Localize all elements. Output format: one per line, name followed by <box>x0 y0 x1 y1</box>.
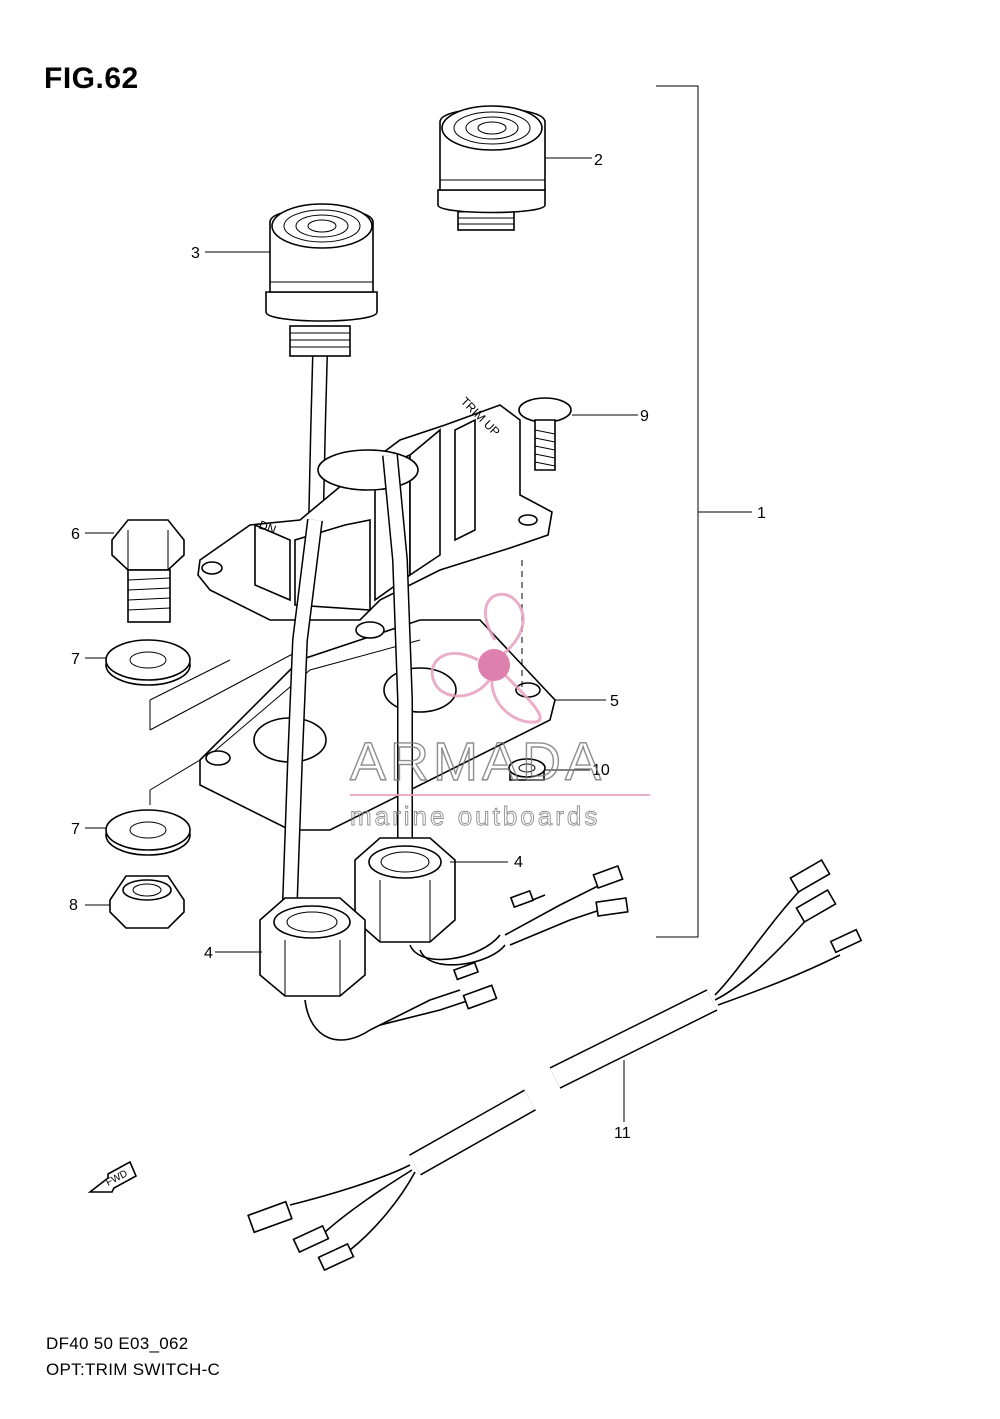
switch-holder: DN TRIM UP <box>197 394 553 621</box>
watermark-tagline: marine outboards <box>350 801 600 831</box>
callout-11: 11 <box>614 1125 631 1142</box>
callout-labels: 1 2 3 4 4 5 6 7 7 8 9 10 11 <box>69 152 766 1142</box>
wire-harness <box>247 858 863 1272</box>
down-switch-marking: DN <box>257 518 278 537</box>
callout-9: 9 <box>640 408 649 425</box>
callout-7-lower: 7 <box>71 821 80 838</box>
callout-4-right: 4 <box>514 854 523 871</box>
switch-nut-right <box>354 837 456 943</box>
forward-arrow-icon: FWD <box>87 1160 138 1193</box>
trim-switch-up <box>379 105 546 457</box>
callout-1: 1 <box>757 505 766 522</box>
watermark-logo: ARMADA marine outboards <box>349 592 650 831</box>
trim-switch-down <box>265 203 378 521</box>
callout-7-upper: 7 <box>71 651 80 668</box>
watermark-brand: ARMADA <box>350 732 605 792</box>
callout-4-left: 4 <box>204 945 213 962</box>
figure-name: OPT:TRIM SWITCH-C <box>46 1360 221 1379</box>
screw <box>518 397 572 690</box>
bolt <box>111 519 185 623</box>
callout-10: 10 <box>592 762 610 779</box>
assembly-bracket <box>656 85 752 938</box>
leader-lines <box>85 157 638 1122</box>
callout-5: 5 <box>610 693 619 710</box>
switch-wires <box>304 864 629 1041</box>
figure-title: FIG.62 <box>44 62 139 95</box>
washer-lower <box>105 809 191 856</box>
figure-code: DF40 50 E03_062 <box>46 1334 189 1353</box>
washer-upper <box>105 639 191 686</box>
switch-nut-left <box>259 897 366 997</box>
callout-6: 6 <box>71 526 80 543</box>
callout-3: 3 <box>191 245 200 262</box>
switch-cables <box>282 454 413 901</box>
hex-nut <box>109 875 185 929</box>
small-nut <box>508 758 546 781</box>
callout-2: 2 <box>594 152 603 169</box>
callout-8: 8 <box>69 897 78 914</box>
